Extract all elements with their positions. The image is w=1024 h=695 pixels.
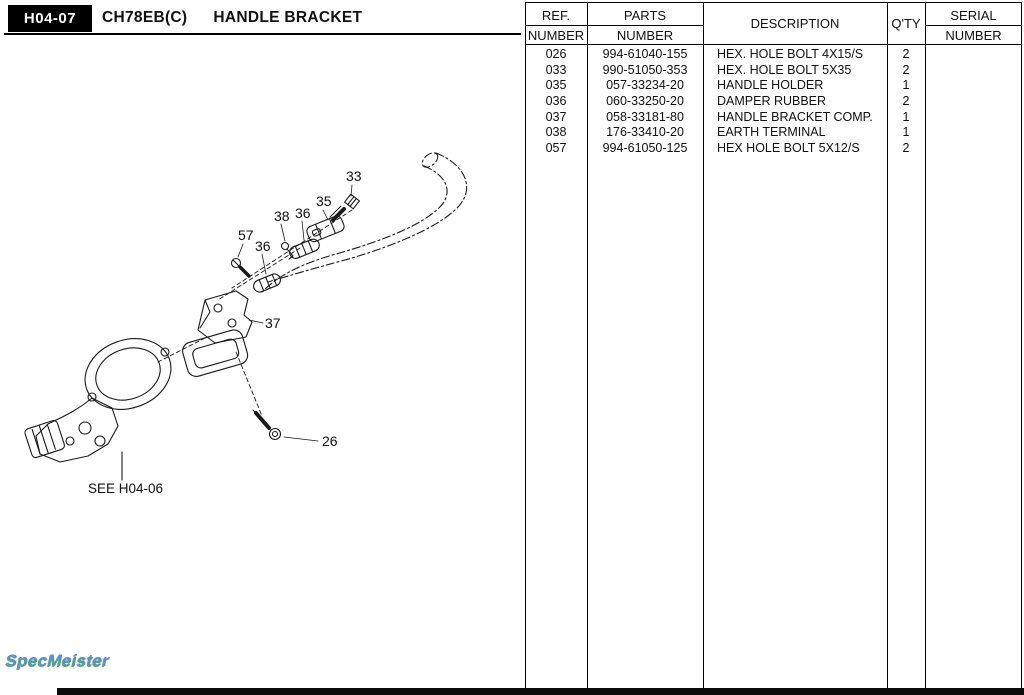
callout-labels: 33 38 36 35 57 36 37 26 SEE H04-06 [88, 168, 362, 496]
qty-cell: 2 [902, 93, 910, 108]
qty-cell: 1 [902, 78, 910, 93]
handlebar-tube [261, 152, 468, 293]
qty-cell: 2 [902, 46, 910, 61]
bolt-57-part [230, 257, 251, 278]
assembly-axis-lines [157, 209, 353, 417]
description-cell: HEX. HOLE BOLT 5X35 [717, 62, 852, 77]
gasket-plate [182, 329, 249, 377]
ref-number-cell: 038 [545, 125, 567, 140]
page-code-badge: H04-07 [8, 5, 92, 32]
callout-38: 38 [274, 208, 290, 224]
callout-26: 26 [322, 433, 338, 449]
ref-header-underline [525, 25, 587, 26]
table-row: 037 058-33181-80 HANDLE BRACKET COMP. 1 [525, 109, 1022, 125]
qty-cell: 2 [902, 62, 910, 77]
table-row: 038 176-33410-20 EARTH TERMINAL 1 [525, 124, 1022, 140]
ref-number-cell: 036 [545, 93, 567, 108]
callout-35: 35 [316, 193, 332, 209]
qty-cell: 1 [902, 125, 910, 140]
exploded-diagram: 33 38 36 35 57 36 37 26 SEE H04-06 [24, 152, 468, 496]
damper-rubber-36b-part [253, 273, 281, 293]
part-number-cell: 994-61040-155 [602, 46, 688, 61]
ref-number-cell: 057 [545, 140, 567, 155]
table-row: 036 060-33250-20 DAMPER RUBBER 2 [525, 93, 1022, 109]
earth-terminal-38-part [280, 241, 294, 260]
ref-header-line1: REF. [541, 8, 571, 23]
part-number-cell: 060-33250-20 [606, 93, 684, 108]
ref-number-cell: 035 [545, 78, 567, 93]
qty-cell: 2 [902, 140, 910, 155]
bolt-26-part [252, 409, 282, 441]
parts-header-line2: NUMBER [616, 28, 674, 43]
watermark: SpecMeister [6, 651, 110, 670]
serial-header-line1: SERIAL [950, 8, 997, 23]
ref-header-line2: NUMBER [527, 28, 585, 43]
table-body: 026 994-61040-155 HEX. HOLE BOLT 4X15/S … [525, 46, 1022, 156]
table-vline [703, 2, 704, 695]
table-vline [587, 2, 588, 695]
part-number-cell: 057-33234-20 [606, 78, 684, 93]
header-divider [4, 33, 521, 35]
bolt-33-part [329, 193, 360, 222]
description-cell: HANDLE BRACKET COMP. [717, 109, 873, 124]
table-row: 057 994-61050-125 HEX HOLE BOLT 5X12/S 2 [525, 140, 1022, 156]
table-vline [1021, 2, 1022, 695]
table-row: 035 057-33234-20 HANDLE HOLDER 1 [525, 77, 1022, 93]
ref-number-cell: 026 [545, 46, 567, 61]
table-top-border [525, 2, 1022, 3]
callout-57: 57 [238, 227, 254, 243]
part-number-cell: 990-51050-353 [602, 62, 688, 77]
description-cell: HEX HOLE BOLT 5X12/S [717, 140, 860, 155]
callout-leader-lines [237, 184, 353, 442]
see-reference-label: SEE H04-06 [88, 481, 163, 496]
part-number-cell: 058-33181-80 [606, 109, 684, 124]
description-cell: HEX. HOLE BOLT 4X15/S [717, 46, 864, 61]
qty-cell: 1 [902, 109, 910, 124]
description-cell: HANDLE HOLDER [717, 78, 824, 93]
bottom-edge-bar [57, 688, 1024, 695]
ref-number-cell: 033 [545, 62, 567, 77]
part-number-cell: 994-61050-125 [602, 140, 688, 155]
description-cell: EARTH TERMINAL [717, 125, 826, 140]
model-code: CH78EB(C) [102, 9, 188, 26]
description-cell: DAMPER RUBBER [717, 93, 827, 108]
callout-37: 37 [265, 315, 281, 331]
ref-number-cell: 037 [545, 109, 567, 124]
table-vline [525, 2, 526, 695]
serial-header-line2: NUMBER [945, 28, 1002, 43]
page-code: H04-07 [23, 10, 77, 27]
damper-rubber-36a-part [289, 238, 320, 259]
callout-36a: 36 [295, 205, 311, 221]
part-number-cell: 176-33410-20 [606, 125, 684, 140]
callout-36b: 36 [255, 238, 271, 254]
table-vline [887, 2, 888, 695]
table-row: 026 994-61040-155 HEX. HOLE BOLT 4X15/S … [525, 46, 1022, 62]
callout-33: 33 [346, 168, 362, 184]
serial-header-underline [925, 25, 1022, 26]
parts-header-line1: PARTS [623, 8, 667, 23]
handle-holder-35-part [306, 215, 345, 243]
page-title: CH78EB(C) HANDLE BRACKET [102, 9, 362, 27]
description-header: DESCRIPTION [750, 16, 840, 31]
qty-header: Q'TY [891, 16, 921, 31]
parts-table: REF. NUMBER PARTS NUMBER DESCRIPTION Q'T… [525, 0, 1022, 695]
base-assembly [24, 338, 172, 481]
table-vline [925, 2, 926, 695]
table-row: 033 990-51050-353 HEX. HOLE BOLT 5X35 2 [525, 62, 1022, 78]
parts-header-underline [587, 25, 703, 26]
header-bottom-border [525, 44, 1022, 45]
handle-bracket-37-part [197, 290, 253, 344]
part-group-name: HANDLE BRACKET [213, 9, 363, 26]
